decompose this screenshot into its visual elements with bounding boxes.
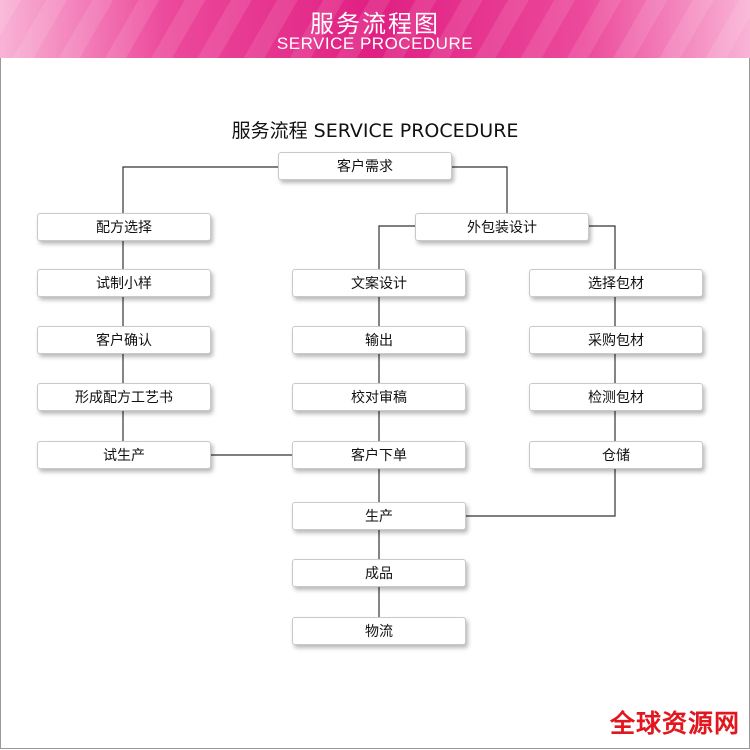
node-inspect-material: 检测包材: [529, 383, 703, 411]
node-logistics: 物流: [292, 617, 466, 645]
header-banner: 服务流程图 SERVICE PROCEDURE: [0, 0, 750, 58]
node-customer-demand: 客户需求: [278, 152, 452, 180]
node-copy-design: 文案设计: [292, 269, 466, 297]
node-formula-selection: 配方选择: [37, 213, 211, 241]
node-production: 生产: [292, 502, 466, 530]
node-process-doc: 形成配方工艺书: [37, 383, 211, 411]
node-select-material: 选择包材: [529, 269, 703, 297]
node-trial-sample: 试制小样: [37, 269, 211, 297]
node-customer-order: 客户下单: [292, 441, 466, 469]
connector-demand-formula: [122, 166, 278, 213]
banner-title: 服务流程图: [310, 10, 440, 38]
node-output: 输出: [292, 326, 466, 354]
node-trial-production: 试生产: [37, 441, 211, 469]
connector-packaging-copy: [378, 225, 415, 269]
node-warehouse: 仓储: [529, 441, 703, 469]
node-finished-product: 成品: [292, 559, 466, 587]
watermark-logo: 全球资源网: [609, 709, 740, 738]
connector-packaging-material: [589, 225, 616, 269]
connector-warehouse-production: [465, 469, 616, 517]
connector-demand-packaging: [452, 166, 508, 214]
node-proofread: 校对审稿: [292, 383, 466, 411]
diagram-title: 服务流程 SERVICE PROCEDURE: [231, 120, 519, 142]
node-packaging-design: 外包装设计: [415, 213, 589, 241]
node-purchase-material: 采购包材: [529, 326, 703, 354]
node-customer-confirm: 客户确认: [37, 326, 211, 354]
banner-subtitle: SERVICE PROCEDURE: [276, 34, 474, 53]
